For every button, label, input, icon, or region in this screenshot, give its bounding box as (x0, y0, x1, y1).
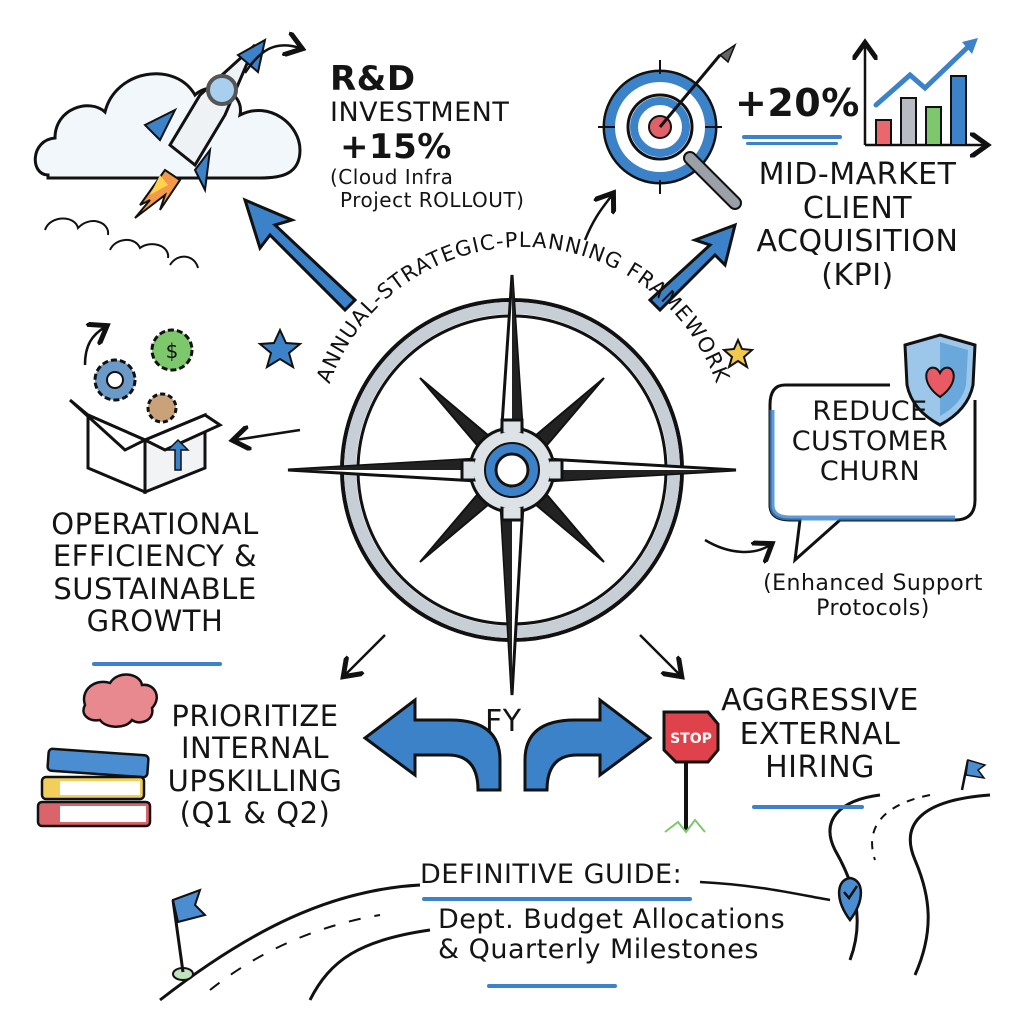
acquisition-line-3: ACQUISITION (756, 224, 959, 260)
stop-sign-icon: STOP (662, 710, 720, 834)
start-road-icon (159, 880, 831, 1002)
efficiency-line-3: SUSTAINABLE (53, 571, 257, 606)
footer-line-2: & Quarterly Milestones (438, 934, 759, 966)
gear-box-icon: $ (68, 328, 224, 495)
footer-underline (422, 897, 692, 901)
acquisition-line-4: (KPI) (821, 257, 894, 293)
rd-node: R&D INVESTMENT +15% (Cloud Infra Project… (330, 60, 524, 211)
efficiency-line-1: OPERATIONAL (51, 507, 259, 541)
road-icon (828, 759, 991, 976)
hiring-node: AGGRESSIVE EXTERNAL HIRING (715, 684, 925, 785)
svg-text:$: $ (166, 339, 179, 363)
rd-heading-1: R&D (330, 59, 416, 99)
arrow-to-acquisition (647, 222, 738, 313)
footer-underline-2 (487, 984, 617, 988)
upskilling-node: PRIORITIZE INTERNAL UPSKILLING (Q1 & Q2) (150, 700, 360, 830)
fork-arrows-icon (362, 696, 653, 792)
brain-books-icon (36, 673, 158, 828)
bar-chart-icon (865, 38, 985, 145)
rd-note-1: (Cloud Infra (330, 165, 454, 190)
hiring-underline (752, 805, 864, 809)
rd-heading-2: INVESTMENT (330, 97, 510, 129)
acquisition-line-1: MID-MARKET (758, 157, 957, 192)
arrow-to-upskilling (345, 634, 386, 675)
hiring-line-2: EXTERNAL (739, 716, 901, 752)
value-underline-2 (746, 142, 838, 145)
churn-line-1: REDUCE (812, 396, 928, 427)
fy-label: FY (485, 704, 522, 739)
speech-bubble (768, 383, 977, 564)
upskilling-line-4: (Q1 & Q2) (179, 796, 331, 831)
arrow-curve-efficiency (83, 327, 105, 366)
arrow-curve-acquisition (583, 195, 612, 241)
churn-node: REDUCE CUSTOMER CHURN (780, 396, 960, 488)
acquisition-value: +20% (735, 81, 860, 125)
rocket-icon (33, 40, 300, 269)
acquisition-line-2: CLIENT (802, 190, 913, 226)
efficiency-node: OPERATIONAL EFFICIENCY & SUSTAINABLE GRO… (20, 508, 290, 638)
footer-body: Dept. Budget Allocations & Quarterly Mil… (438, 904, 786, 966)
footer-line-1: Dept. Budget Allocations (438, 904, 786, 935)
svg-text:STOP: STOP (670, 731, 712, 747)
upskilling-line-3: UPSKILLING (167, 763, 343, 798)
target-icon (598, 43, 742, 210)
churn-line-3: CHURN (819, 456, 921, 488)
value-underline (742, 135, 842, 139)
efficiency-line-2: EFFICIENCY & (52, 539, 258, 574)
arrow-to-churn (704, 538, 770, 552)
churn-line-2: CUSTOMER (791, 426, 949, 458)
churn-note-1: (Enhanced Support (763, 571, 983, 596)
churn-note: (Enhanced Support Protocols) (748, 571, 998, 621)
acquisition-node: MID-MARKET CLIENT ACQUISITION (KPI) (745, 158, 970, 292)
arrow-to-hiring (639, 634, 680, 675)
footer-heading: DEFINITIVE GUIDE: (420, 859, 683, 890)
star-blue-icon (257, 327, 303, 370)
rd-value: +15% (340, 127, 452, 168)
compass-icon (287, 274, 737, 696)
hiring-line-3: HIRING (765, 750, 875, 786)
upskilling-line-2: INTERNAL (180, 731, 330, 766)
efficiency-line-4: GROWTH (86, 604, 224, 639)
upskilling-line-1: PRIORITIZE (171, 699, 339, 733)
arrow-to-efficiency (235, 430, 301, 440)
star-yellow-icon (721, 337, 755, 370)
arrow-to-rd (242, 197, 358, 313)
location-pin-icon (837, 876, 863, 923)
hiring-line-1: AGGRESSIVE (721, 683, 919, 718)
efficiency-underline (92, 662, 222, 666)
rd-note-2: Project ROLLOUT) (340, 187, 525, 212)
churn-note-2: Protocols) (816, 595, 930, 621)
shield-heart-icon (903, 333, 977, 427)
